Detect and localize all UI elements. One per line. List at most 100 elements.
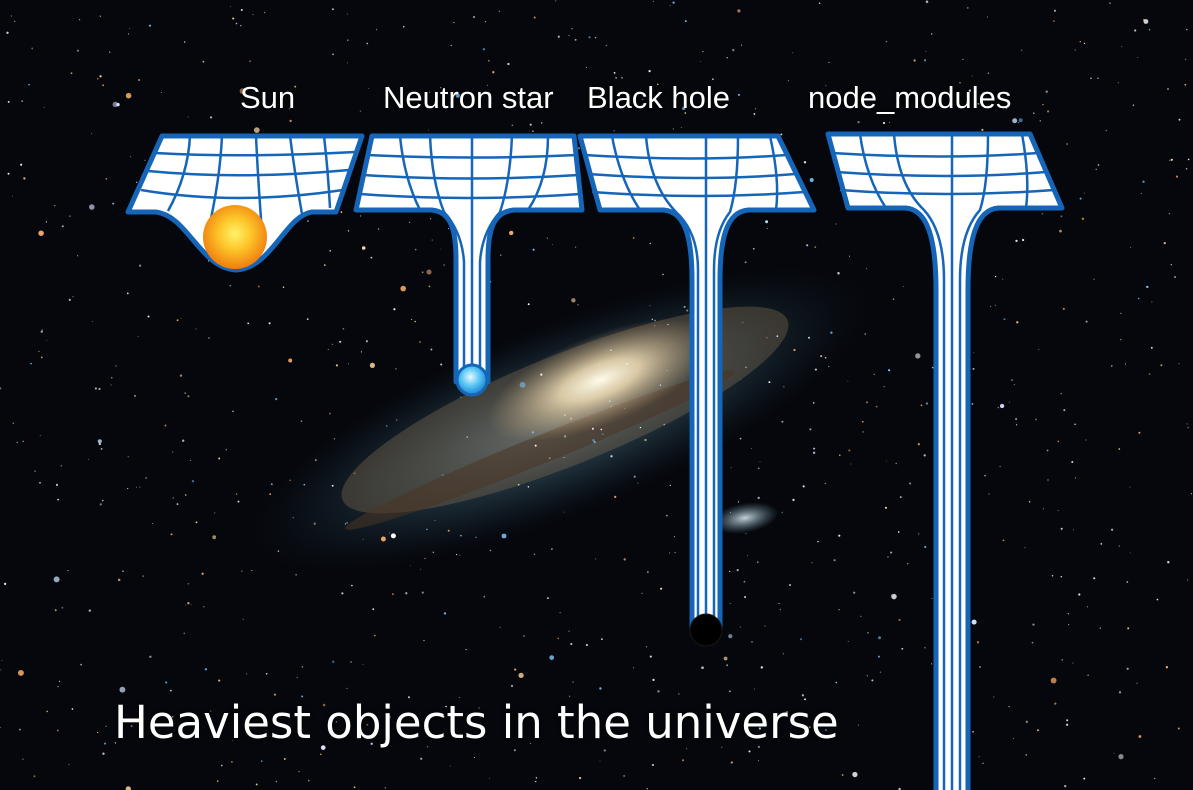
star — [149, 655, 152, 658]
star — [639, 426, 642, 429]
star — [218, 679, 221, 682]
star — [1017, 121, 1019, 124]
star — [804, 698, 806, 701]
star — [165, 681, 168, 684]
star — [91, 133, 93, 135]
star — [753, 113, 756, 115]
star — [1015, 424, 1018, 426]
star — [77, 255, 79, 257]
star — [572, 681, 574, 683]
star — [649, 242, 652, 245]
star — [654, 325, 656, 327]
star — [862, 431, 864, 433]
star — [559, 612, 561, 614]
star — [577, 303, 579, 306]
star — [331, 343, 333, 345]
star — [231, 761, 233, 763]
star — [43, 106, 45, 108]
star — [527, 485, 530, 488]
star — [666, 369, 668, 371]
star — [102, 84, 105, 87]
star — [625, 362, 628, 365]
star — [906, 562, 909, 565]
star — [473, 756, 475, 758]
star — [426, 269, 432, 275]
star — [335, 364, 338, 367]
star — [499, 254, 502, 256]
star — [753, 688, 756, 690]
star — [1093, 278, 1095, 280]
star — [594, 36, 597, 39]
star — [568, 34, 570, 37]
star — [527, 303, 530, 306]
star — [332, 53, 334, 56]
star — [89, 204, 95, 210]
star — [265, 672, 268, 675]
star — [455, 554, 458, 556]
star — [295, 574, 297, 576]
star — [758, 760, 759, 762]
star — [811, 562, 813, 564]
star — [1124, 363, 1126, 365]
star — [232, 410, 234, 413]
star — [533, 553, 536, 555]
star — [125, 786, 131, 790]
star — [439, 86, 442, 89]
star — [333, 438, 336, 440]
star — [60, 465, 63, 467]
star — [172, 451, 174, 453]
star — [669, 4, 671, 6]
star — [1085, 320, 1088, 323]
star — [130, 725, 133, 727]
star — [112, 101, 119, 108]
star — [509, 230, 514, 236]
star — [1184, 58, 1187, 61]
star — [1085, 439, 1087, 441]
star — [183, 632, 186, 635]
star — [1110, 365, 1113, 367]
star — [455, 93, 460, 98]
star — [434, 519, 436, 521]
star — [1126, 667, 1129, 670]
star — [240, 8, 243, 12]
star — [0, 669, 2, 671]
star — [1140, 193, 1142, 195]
star — [971, 75, 973, 77]
star — [1012, 738, 1014, 739]
star — [301, 666, 304, 668]
star — [195, 328, 197, 330]
star — [737, 9, 741, 13]
star — [92, 320, 94, 322]
star — [1097, 164, 1100, 166]
star — [1167, 561, 1170, 564]
star — [578, 776, 582, 780]
star — [61, 225, 64, 228]
star — [400, 285, 407, 292]
star — [184, 392, 186, 394]
star — [853, 591, 856, 594]
star — [659, 384, 662, 386]
star — [210, 116, 213, 119]
star — [518, 672, 524, 679]
star — [99, 75, 102, 78]
star — [764, 625, 766, 627]
star — [176, 319, 179, 322]
star — [517, 483, 520, 486]
star — [172, 497, 174, 499]
star — [257, 285, 260, 288]
star — [110, 384, 112, 386]
star — [57, 498, 59, 501]
star — [313, 522, 316, 525]
star — [924, 545, 927, 549]
star — [563, 435, 567, 438]
star — [421, 271, 424, 274]
star — [752, 247, 755, 250]
star — [1169, 159, 1171, 161]
star — [1137, 297, 1140, 300]
star — [726, 57, 728, 59]
star — [966, 7, 969, 9]
star — [918, 533, 920, 535]
star — [1025, 720, 1028, 724]
star — [1170, 263, 1173, 266]
star — [402, 25, 405, 28]
